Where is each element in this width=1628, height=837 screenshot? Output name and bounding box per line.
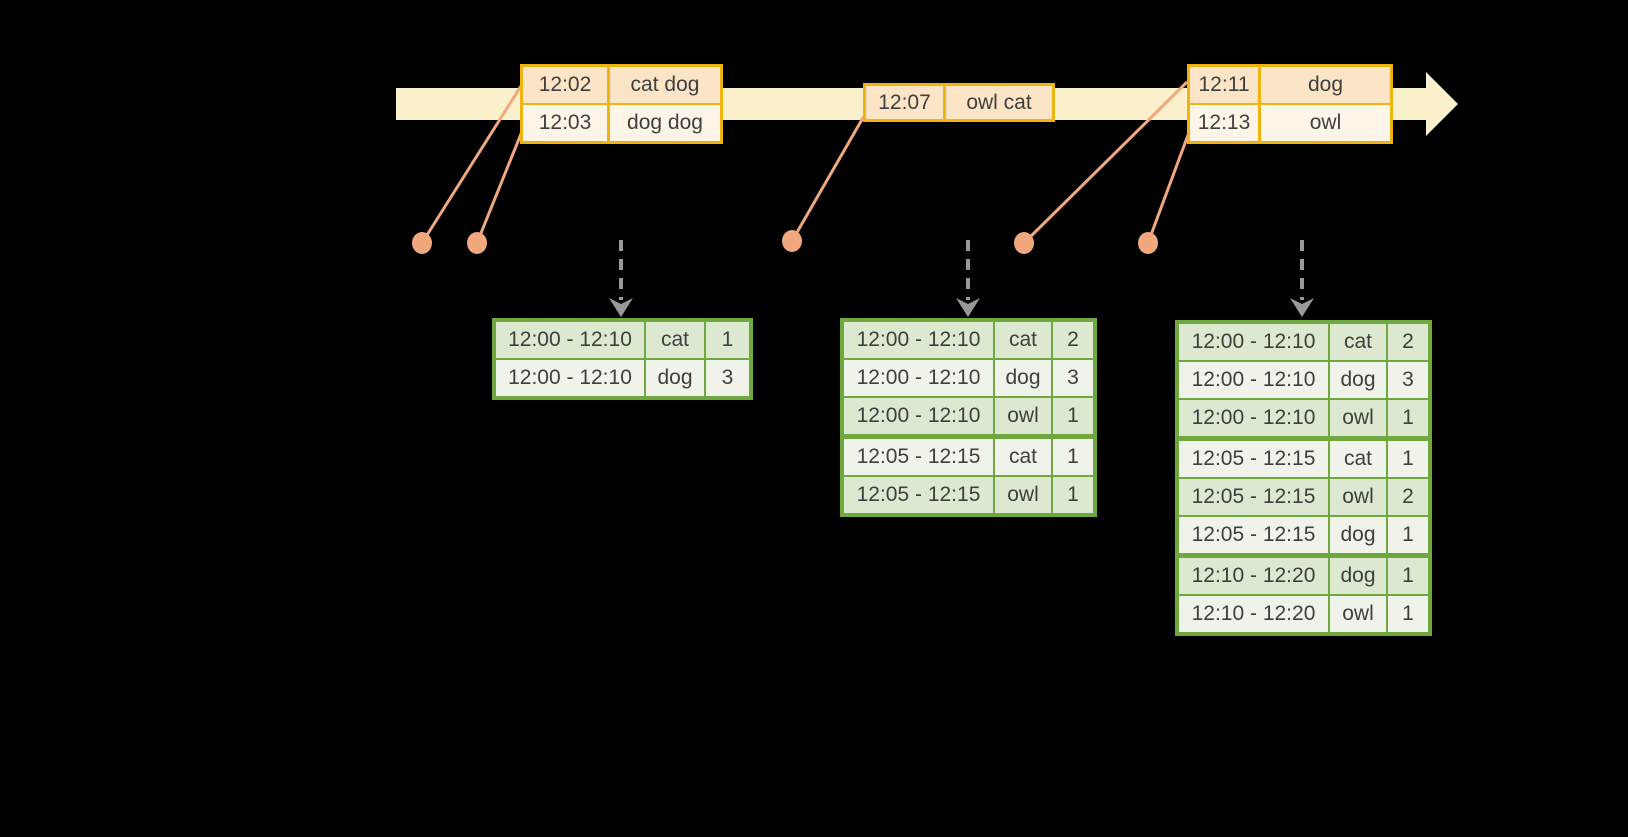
result-word-cell: dog <box>1330 362 1386 398</box>
result-count-cell: 2 <box>1053 322 1093 358</box>
result-window-cell: 12:00 - 12:10 <box>844 398 993 434</box>
result-count-cell: 1 <box>1388 596 1428 632</box>
result-window-cell: 12:05 - 12:15 <box>1179 517 1328 553</box>
result-word-cell: owl <box>995 477 1051 513</box>
event-connector-line <box>1146 126 1193 244</box>
event-words-cell: dog dog <box>610 105 720 141</box>
event-dot-icon <box>467 232 487 254</box>
event-time-cell: 12:13 <box>1190 105 1258 141</box>
result-count-cell: 1 <box>1388 441 1428 477</box>
result-window-cell: 12:10 - 12:20 <box>1179 558 1328 594</box>
result-word-cell: cat <box>646 322 704 358</box>
event-time-cell: 12:07 <box>866 86 943 119</box>
result-word-cell: dog <box>1330 517 1386 553</box>
result-count-cell: 3 <box>1388 362 1428 398</box>
result-window-cell: 12:05 - 12:15 <box>1179 441 1328 477</box>
result-word-cell: cat <box>1330 441 1386 477</box>
result-count-cell: 1 <box>1053 439 1093 475</box>
result-word-cell: cat <box>995 322 1051 358</box>
result-count-cell: 2 <box>1388 479 1428 515</box>
result-count-cell: 3 <box>1053 360 1093 396</box>
result-window-cell: 12:05 - 12:15 <box>844 439 993 475</box>
result-count-cell: 1 <box>1388 558 1428 594</box>
result-window-cell: 12:00 - 12:10 <box>496 360 644 396</box>
result-window-cell: 12:05 - 12:15 <box>844 477 993 513</box>
trigger-arrowhead-icon <box>609 298 633 317</box>
result-word-cell: owl <box>1330 400 1386 436</box>
result-count-cell: 1 <box>1053 398 1093 434</box>
trigger-arrowhead-icon <box>956 298 980 317</box>
result-window-cell: 12:00 - 12:10 <box>496 322 644 358</box>
result-word-cell: dog <box>646 360 704 396</box>
result-word-cell: cat <box>1330 324 1386 360</box>
event-time-cell: 12:03 <box>523 105 607 141</box>
result-word-cell: dog <box>1330 558 1386 594</box>
result-window-cell: 12:00 - 12:10 <box>1179 362 1328 398</box>
result-word-cell: owl <box>1330 479 1386 515</box>
event-connector-line <box>790 115 866 242</box>
result-count-cell: 3 <box>706 360 749 396</box>
event-connector-line <box>475 123 527 244</box>
result-count-cell: 1 <box>706 322 749 358</box>
result-window-cell: 12:00 - 12:10 <box>1179 324 1328 360</box>
result-window-cell: 12:00 - 12:10 <box>1179 400 1328 436</box>
event-words-cell: dog <box>1261 67 1390 103</box>
result-count-cell: 1 <box>1388 400 1428 436</box>
timeline-arrowhead-icon <box>1426 72 1458 136</box>
event-time-cell: 12:11 <box>1190 67 1258 103</box>
result-word-cell: owl <box>995 398 1051 434</box>
event-dot-icon <box>782 230 802 252</box>
trigger-arrowhead-icon <box>1290 298 1314 317</box>
result-count-cell: 2 <box>1388 324 1428 360</box>
event-dot-icon <box>1014 232 1034 254</box>
event-words-cell: owl <box>1261 105 1390 141</box>
event-words-cell: owl cat <box>946 86 1052 119</box>
result-count-cell: 1 <box>1388 517 1428 553</box>
event-words-cell: cat dog <box>610 67 720 103</box>
result-word-cell: cat <box>995 439 1051 475</box>
result-count-cell: 1 <box>1053 477 1093 513</box>
event-dot-icon <box>412 232 432 254</box>
result-window-cell: 12:00 - 12:10 <box>844 360 993 396</box>
event-dot-icon <box>1138 232 1158 254</box>
result-window-cell: 12:10 - 12:20 <box>1179 596 1328 632</box>
event-time-cell: 12:02 <box>523 67 607 103</box>
result-window-cell: 12:00 - 12:10 <box>844 322 993 358</box>
result-word-cell: owl <box>1330 596 1386 632</box>
result-window-cell: 12:05 - 12:15 <box>1179 479 1328 515</box>
result-word-cell: dog <box>995 360 1051 396</box>
